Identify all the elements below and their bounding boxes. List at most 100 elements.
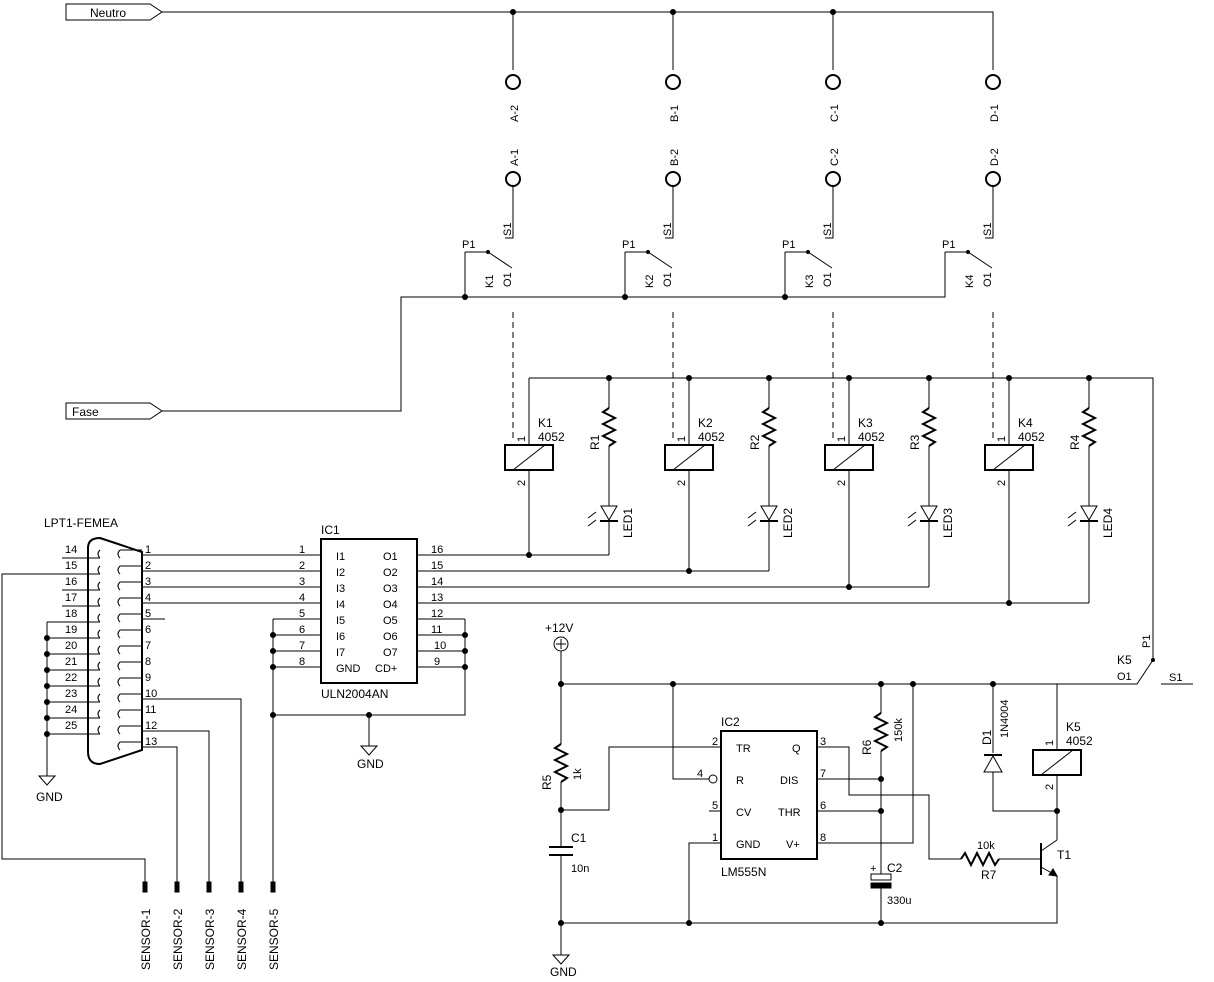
gnd-label: GND — [550, 965, 577, 979]
sensor-label: SENSOR-3 — [203, 908, 217, 970]
terminal-d1 — [985, 74, 1001, 90]
resistor-ref: R3 — [908, 434, 922, 450]
channel-3-contacts: C-1 C-2 S1 P1 K3 O1 — [782, 74, 841, 288]
channel-3-driver: K3 4052 1 2 R3 LED3 — [824, 407, 955, 590]
svg-text:5: 5 — [712, 800, 718, 812]
sensor-label: SENSOR-2 — [171, 908, 185, 970]
svg-text:DIS: DIS — [780, 775, 798, 787]
svg-text:S1: S1 — [982, 223, 994, 236]
svg-text:21: 21 — [65, 656, 77, 668]
gnd-symbol — [37, 775, 57, 786]
c1-value: 10n — [571, 863, 589, 875]
terminal-label: D-2 — [989, 148, 1001, 166]
svg-text:12: 12 — [145, 720, 157, 732]
resistor — [920, 407, 938, 447]
relay-coil-part: 4052 — [858, 430, 885, 444]
channel-1-driver: K1 4052 1 2 R1 LED1 — [504, 407, 635, 558]
svg-text:1: 1 — [712, 832, 718, 844]
svg-text:I4: I4 — [336, 599, 345, 611]
svg-text:8: 8 — [299, 656, 305, 668]
d1-value: 1N4004 — [999, 699, 1011, 738]
svg-text:S1: S1 — [502, 223, 514, 236]
svg-text:I7: I7 — [336, 647, 345, 659]
channel-2-contacts: B-1 B-2 S1 P1 K2 O1 — [622, 74, 681, 288]
svg-text:19: 19 — [65, 624, 77, 636]
svg-text:P1: P1 — [622, 239, 635, 251]
ic1-part: ULN2004AN — [321, 687, 388, 701]
svg-text:1: 1 — [836, 436, 848, 442]
svg-text:O2: O2 — [383, 567, 398, 579]
r5-value: 1k — [572, 768, 584, 780]
terminal-c1 — [825, 74, 841, 90]
capacitor — [549, 846, 573, 856]
svg-text:22: 22 — [65, 672, 77, 684]
c1-ref: C1 — [571, 831, 587, 845]
svg-text:I5: I5 — [336, 615, 345, 627]
svg-text:1: 1 — [1044, 740, 1056, 746]
relay-contact-ref: K1 — [484, 275, 496, 288]
svg-text:O1: O1 — [822, 272, 834, 287]
svg-text:16: 16 — [431, 544, 443, 556]
led-ref: LED1 — [621, 508, 635, 538]
svg-text:5: 5 — [145, 608, 151, 620]
db25-shell — [87, 536, 143, 766]
gnd-symbol — [359, 745, 379, 756]
timer-ground-bus — [561, 842, 1058, 926]
svg-text:8: 8 — [820, 832, 826, 844]
relay-coil-part: 4052 — [1018, 430, 1045, 444]
ic2-part: LM555N — [721, 865, 766, 879]
net-flag-neutro — [65, 3, 163, 21]
r7-value: 10k — [977, 840, 995, 852]
svg-text:23: 23 — [65, 688, 77, 700]
svg-text:9: 9 — [434, 656, 440, 668]
svg-text:O1: O1 — [982, 272, 994, 287]
svg-text:I1: I1 — [336, 551, 345, 563]
channel-1-contacts: A-2 A-1 S1 P1 K1 O1 — [462, 74, 521, 288]
k5-value: 4052 — [1066, 734, 1093, 748]
svg-text:7: 7 — [820, 768, 826, 780]
svg-text:6: 6 — [299, 624, 305, 636]
svg-text:O5: O5 — [383, 615, 398, 627]
ic1-ref: IC1 — [321, 523, 340, 537]
electrolytic-capacitor — [870, 873, 892, 881]
c2-polarity: + — [870, 863, 876, 875]
gnd-label: GND — [357, 757, 384, 771]
svg-text:6: 6 — [820, 800, 826, 812]
svg-text:R: R — [736, 775, 744, 787]
channel-4-driver: K4 4052 1 2 R4 LED4 — [984, 407, 1115, 606]
r6-value: 150k — [893, 718, 905, 742]
svg-text:2: 2 — [836, 480, 848, 486]
svg-text:10: 10 — [434, 640, 446, 652]
terminal-b2 — [665, 171, 681, 187]
svg-text:GND: GND — [336, 663, 361, 675]
resistor — [1080, 407, 1098, 447]
k5-relay: K5 4052 1 2 O1 S1 P1 K5 — [1032, 635, 1193, 840]
resistor — [552, 743, 570, 783]
svg-text:S1: S1 — [822, 223, 834, 236]
svg-text:3: 3 — [820, 736, 826, 748]
k5-contact-ref: K5 — [1117, 653, 1132, 667]
sensor-label: SENSOR-4 — [235, 908, 249, 970]
ic1-uln2004: IC1 ULN2004AN I1 I2 I3 I4 I5 I6 I7 GND O… — [270, 523, 468, 886]
r6-ref: R6 — [860, 739, 874, 755]
svg-text:14: 14 — [65, 544, 77, 556]
relay-coil-ref: K1 — [538, 416, 553, 430]
terminal-label: D-1 — [989, 104, 1001, 122]
led-ref: LED2 — [781, 508, 795, 538]
channel-2-driver: K2 4052 1 2 R2 LED2 — [664, 407, 795, 574]
svg-text:2: 2 — [712, 736, 718, 748]
svg-text:CD+: CD+ — [375, 663, 397, 675]
svg-text:15: 15 — [431, 560, 443, 572]
svg-text:3: 3 — [145, 576, 151, 588]
svg-text:4: 4 — [145, 592, 151, 604]
resistor — [960, 850, 1000, 868]
relay-contact-ref: K3 — [804, 275, 816, 288]
d1-diode: D1 1N4004 — [980, 684, 1057, 812]
svg-text:P1: P1 — [782, 239, 795, 251]
svg-text:24: 24 — [65, 704, 77, 716]
svg-text:1: 1 — [516, 436, 528, 442]
svg-text:11: 11 — [431, 624, 442, 636]
terminal-b1 — [665, 74, 681, 90]
svg-text:P1: P1 — [1141, 635, 1153, 648]
